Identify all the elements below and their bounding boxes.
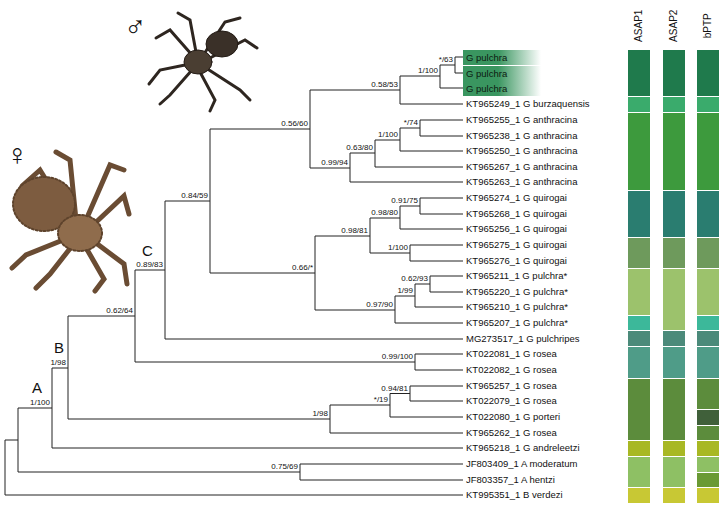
- tip-label: KT965262_1 G rosea: [466, 428, 557, 439]
- support-value: 1/100: [388, 244, 408, 252]
- tip-label: KT965274_1 G quirogai: [466, 193, 567, 204]
- support-value: 0.84/59: [181, 192, 208, 200]
- tip-label: KT965249_1 G burzaquensis: [466, 99, 590, 110]
- female-spider: [12, 152, 129, 291]
- tip-label: G pulchra: [463, 81, 541, 96]
- asap1-column: [628, 50, 650, 503]
- tip-label: KT965275_1 G quirogai: [466, 240, 567, 251]
- tip-label: KT965276_1 G quirogai: [466, 256, 567, 267]
- highlight-box: G pulchra: [463, 81, 541, 96]
- support-value: */19: [374, 396, 388, 404]
- support-value: 0.89/83: [136, 261, 163, 269]
- column-header: bPTP: [702, 13, 714, 38]
- clade-letter: A: [32, 379, 42, 396]
- tip-label: G pulchra: [463, 66, 541, 81]
- tip-label: KT965218_1 G andreleetzi: [466, 443, 580, 454]
- support-value: 0.63/80: [346, 144, 373, 152]
- tip-label: MG273517_1 G pulchripes: [466, 334, 580, 345]
- support-value: 0.62/93: [401, 275, 428, 283]
- support-value: 1/100: [378, 131, 398, 139]
- support-value: 0.97/90: [366, 301, 393, 309]
- tip-label: KT965207_1 G pulchra*: [466, 318, 568, 329]
- male-spider: [149, 13, 257, 111]
- tip-label: KT965210_1 G pulchra*: [466, 302, 568, 313]
- highlight-box: G pulchra: [463, 50, 541, 65]
- support-value: 0.58/53: [371, 81, 398, 89]
- tip-label: KT965220_1 G pulchra*: [466, 287, 568, 298]
- sex-symbol: ♀: [6, 140, 29, 170]
- tip-label: KT022082_1 G rosea: [466, 365, 557, 376]
- tip-label: JF803409_1 A moderatum: [466, 459, 577, 470]
- column-header: ASAP2: [668, 10, 680, 42]
- support-value: 0.62/64: [106, 307, 133, 315]
- support-value: 0.66/*: [292, 264, 313, 272]
- support-value: 0.99/94: [321, 159, 348, 167]
- tip-label: KT965268_1 G quirogai: [466, 209, 567, 220]
- tip-label: JF803357_1 A hentzi: [466, 475, 555, 486]
- clade-letter: B: [54, 339, 64, 356]
- column-header: ASAP1: [633, 10, 645, 42]
- tip-label: KT022079_1 G rosea: [466, 396, 557, 407]
- support-value: 1/99: [397, 287, 413, 295]
- asap2-column: [663, 50, 685, 503]
- support-value: 1/100: [30, 399, 50, 407]
- support-value: 0.98/81: [341, 227, 368, 235]
- support-value: 1/98: [312, 410, 328, 418]
- species-delimitation-bars: [628, 50, 719, 503]
- support-value: 0.94/81: [381, 385, 408, 393]
- tip-label: KT022081_1 G rosea: [466, 349, 557, 360]
- support-value: */74: [404, 119, 418, 127]
- tip-label: KT995351_1 B verdezi: [466, 490, 563, 501]
- tip-label: KT965250_1 G anthracina: [466, 146, 577, 157]
- tree-branches: [5, 57, 463, 495]
- bptp-column: [697, 50, 719, 503]
- tip-label: KT965238_1 G anthracina: [466, 131, 577, 142]
- support-value: 1/98: [50, 359, 66, 367]
- tip-label: KT965256_1 G quirogai: [466, 224, 567, 235]
- tip-label: G pulchra: [463, 50, 541, 65]
- tip-label: KT965263_1 G anthracina: [466, 177, 577, 188]
- clade-letter: C: [142, 242, 153, 259]
- tip-label: KT965211_1 G pulchra*: [466, 271, 567, 282]
- tip-label: KT022080_1 G porteri: [466, 412, 560, 423]
- support-value: 0.56/60: [281, 120, 308, 128]
- support-value: 0.91/75: [391, 197, 418, 205]
- tip-label: KT965255_1 G anthracina: [466, 115, 577, 126]
- support-value: 0.75/69: [271, 463, 298, 471]
- tip-label: KT965257_1 G rosea: [466, 381, 557, 392]
- support-value: */63: [439, 56, 453, 64]
- support-value: 0.98/80: [371, 209, 398, 217]
- tip-label: KT965267_1 G anthracina: [466, 162, 577, 173]
- support-value: 0.99/100: [382, 353, 413, 361]
- sex-symbol: ♂: [124, 12, 147, 42]
- highlight-box: G pulchra: [463, 66, 541, 81]
- support-value: 1/100: [418, 67, 438, 75]
